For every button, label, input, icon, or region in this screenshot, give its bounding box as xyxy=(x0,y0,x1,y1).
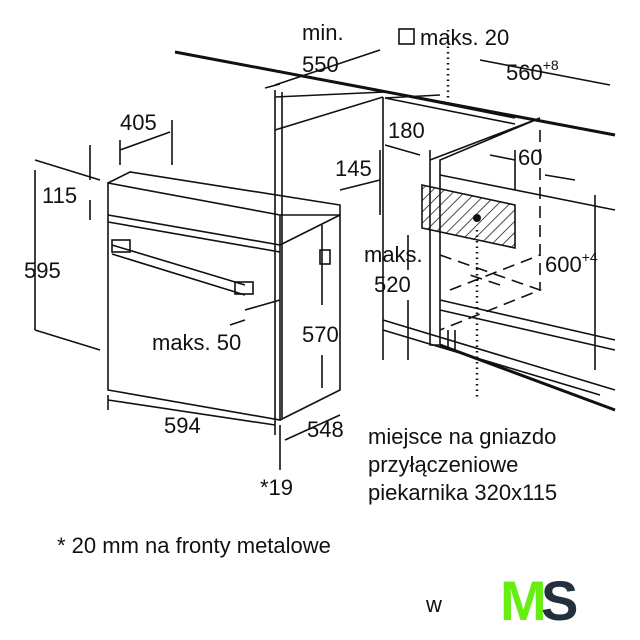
dim-594: 594 xyxy=(164,413,201,438)
dim-405: 405 xyxy=(120,110,157,135)
socket-note-line: piekarnika 320x115 xyxy=(368,480,557,505)
dim-180: 180 xyxy=(388,118,425,143)
dim-595: 595 xyxy=(24,258,61,283)
dim-min-label: min. xyxy=(302,20,344,45)
dimension-lines xyxy=(34,49,611,470)
dim-548: 548 xyxy=(307,417,344,442)
socket-area xyxy=(398,28,516,400)
footnote: * 20 mm na fronty metalowe xyxy=(57,533,331,558)
dim-550: 550 xyxy=(302,52,339,77)
dim-570: 570 xyxy=(302,322,339,347)
dim-19: *19 xyxy=(260,475,293,500)
dim-60: 60 xyxy=(518,145,542,170)
socket-note-line: przyłączeniowe xyxy=(368,452,518,477)
dim-560: 560+8 xyxy=(506,57,559,85)
dim-145: 145 xyxy=(335,156,372,181)
cabinet xyxy=(274,90,616,420)
dim-maks50: maks. 50 xyxy=(152,330,241,355)
svg-text:M: M xyxy=(500,569,547,632)
vent-square-icon xyxy=(398,28,415,45)
oven xyxy=(107,171,341,421)
countertop xyxy=(174,50,616,137)
socket-note-line: miejsce na gniazdo xyxy=(368,424,556,449)
ms-logo: M S xyxy=(500,569,578,632)
dim-600: 600+4 xyxy=(545,249,598,277)
dim-115: 115 xyxy=(42,183,77,208)
dim-vent-label: maks. 20 xyxy=(420,25,509,50)
dim-maks-label: maks. xyxy=(364,242,423,267)
dim-520: 520 xyxy=(374,272,411,297)
svg-text:S: S xyxy=(541,569,578,632)
watermark: w xyxy=(425,592,442,617)
